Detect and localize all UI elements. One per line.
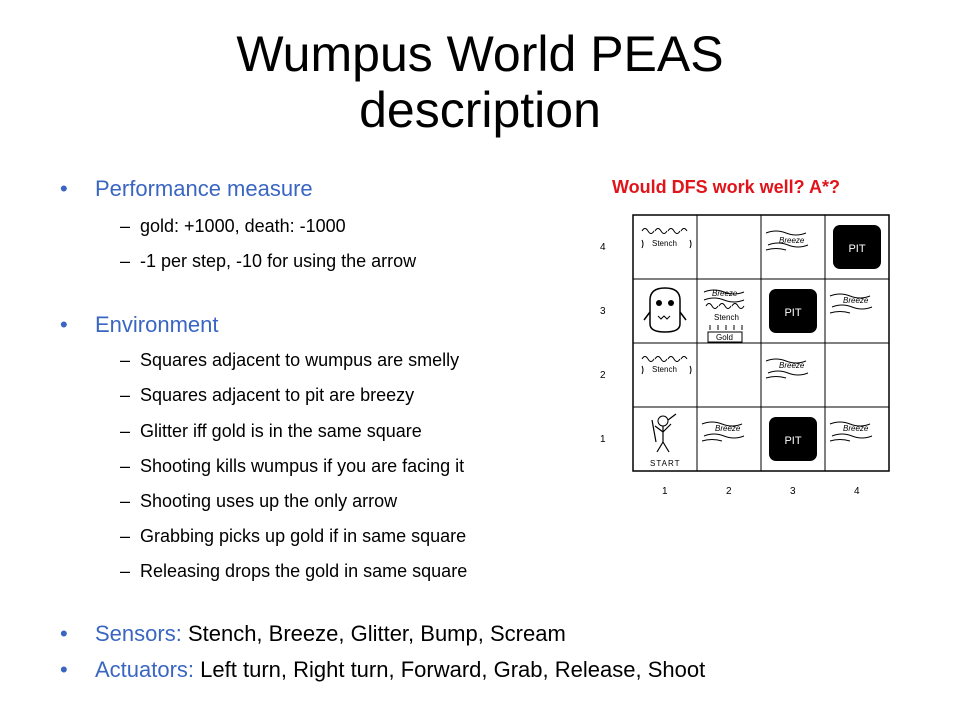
- pit-label: PIT: [784, 435, 801, 447]
- col-label: 4: [854, 486, 860, 497]
- breeze-label: Breeze: [715, 424, 741, 433]
- slide-title: Wumpus World PEAS description: [0, 26, 960, 138]
- title-line-2: description: [359, 82, 601, 138]
- environment-heading: Environment: [95, 312, 219, 337]
- stench-label: Stench: [652, 239, 677, 248]
- pit-icon: [769, 417, 817, 461]
- row-label: 3: [600, 306, 606, 317]
- gold-icon: Gold: [707, 331, 743, 343]
- pit-label: PIT: [784, 307, 801, 319]
- breeze-label: Breeze: [779, 236, 805, 245]
- bullet-dot: •: [60, 621, 68, 646]
- row-label: 2: [600, 370, 606, 381]
- sensors-label: Sensors:: [95, 621, 182, 646]
- actuators-label: Actuators:: [95, 657, 195, 682]
- col-label: 1: [662, 486, 668, 497]
- col-label: 2: [726, 486, 732, 497]
- environment-item-text: Shooting uses up the only arrow: [140, 491, 398, 511]
- performance-item-text: gold: +1000, death: -1000: [140, 216, 346, 236]
- breeze-icon: Breeze: [829, 293, 873, 314]
- bullet-dot: •: [60, 657, 68, 682]
- environment-item-text: Grabbing picks up gold if in same square: [140, 526, 467, 546]
- agent-icon: [651, 413, 677, 453]
- breeze-icon: Breeze: [765, 230, 809, 251]
- environment-item-text: Glitter iff gold is in the same square: [140, 421, 422, 441]
- breeze-icon: Breeze: [703, 289, 745, 303]
- pit-icon: [769, 289, 817, 333]
- gold-label: Gold: [716, 333, 733, 342]
- actuators-text: Left turn, Right turn, Forward, Grab, Re…: [194, 657, 706, 682]
- breeze-label: Breeze: [779, 361, 805, 370]
- pit-icon: [833, 225, 881, 269]
- environment-item-text: Squares adjacent to pit are breezy: [140, 385, 415, 405]
- breeze-label: Breeze: [843, 296, 869, 305]
- stench-label: Stench: [714, 313, 739, 322]
- stench-label: Stench: [652, 365, 677, 374]
- environment-item-text: Releasing drops the gold in same square: [140, 561, 468, 581]
- stench-icon: Stench: [641, 228, 692, 249]
- wumpus-icon: [643, 287, 687, 333]
- start-label: START: [650, 459, 680, 468]
- row-label: 4: [600, 242, 606, 253]
- breeze-label: Breeze: [843, 424, 869, 433]
- environment-item-text: Shooting kills wumpus if you are facing …: [140, 456, 465, 476]
- bullet-dot: •: [60, 312, 68, 337]
- breeze-icon: Breeze: [765, 358, 809, 379]
- col-label: 3: [790, 486, 796, 497]
- performance-item-text: -1 per step, -10 for using the arrow: [140, 251, 417, 271]
- sensors-text: Stench, Breeze, Glitter, Bump, Scream: [181, 621, 566, 646]
- wumpus-world-grid: 4 3 2 1 1 2 3 4 Stench Breeze PIT Breeze…: [600, 214, 890, 497]
- bullet-dot: •: [60, 176, 68, 201]
- breeze-icon: Breeze: [829, 421, 873, 442]
- stench-icon: Stench: [705, 303, 745, 330]
- breeze-icon: Breeze: [701, 421, 745, 442]
- pit-label: PIT: [848, 243, 865, 255]
- stench-icon: Stench: [641, 356, 692, 375]
- performance-heading: Performance measure: [95, 176, 313, 201]
- dfs-question: Would DFS work well? A*?: [612, 177, 841, 197]
- title-line-1: Wumpus World PEAS: [236, 26, 724, 82]
- row-label: 1: [600, 434, 606, 445]
- environment-item-text: Squares adjacent to wumpus are smelly: [140, 350, 460, 370]
- breeze-label: Breeze: [712, 289, 738, 298]
